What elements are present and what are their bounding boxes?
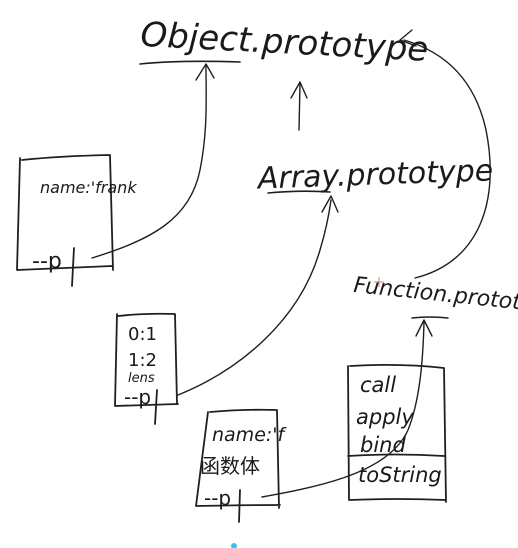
function-prototype-label: Function.prototype [352,273,518,320]
arrow-array-to-object-prototype [298,83,301,131]
function-methods-border [347,363,447,503]
object-instance-name-label: name:'frank [40,178,137,197]
arrowhead-array [321,195,339,213]
method-apply: apply [356,405,414,429]
function-instance-proto-label: --p [204,486,231,510]
object-instance-proto-label: --p [32,249,62,274]
function-instance-border [195,408,281,509]
array-prototype-node: Array.prototype [255,153,493,196]
function-instance-proto-tick [238,489,241,523]
array-instance-line1: 0:1 [128,324,157,345]
method-call: call [360,373,396,397]
arrowhead-object-left [195,63,215,81]
object-instance-border [16,154,114,271]
arrow-function-to-object-prototype [403,39,491,279]
arrowhead-function [415,319,433,337]
array-instance-proto-tick [154,389,158,425]
function-instance-body-label: 函数体 [200,454,260,478]
arrowhead-object-right [399,29,417,47]
function-instance-box: name:'f 函数体 --p [195,408,288,523]
arrow-function-instance-to-function-prototype [261,321,425,498]
object-instance-box: name:'frank --p [16,154,137,287]
function-underline [411,316,449,319]
arrowhead-object-center [290,81,308,99]
array-instance-border [114,312,179,407]
object-prototype-node: Object.prototype [139,15,429,70]
crosshair-cursor-icon [374,277,384,287]
arrow-obj-to-object-prototype [91,65,207,259]
function-prototype-node: Function.prototype [352,273,518,320]
array-instance-line2: 1:2 [128,350,157,371]
array-instance-proto-label: --p [124,385,151,409]
arrow-array-instance-to-array-prototype [177,199,332,396]
array-prototype-label: Array.prototype [255,153,493,196]
method-tostring: toString [358,463,442,487]
array-underline [267,190,331,194]
object-instance-proto-tick [71,247,75,287]
function-methods-box: call apply bind toString [347,363,447,503]
function-instance-name-label: name:'f [212,424,288,446]
arrows [91,29,491,498]
method-bind: bind [360,433,406,457]
array-instance-line3: lens [128,371,155,386]
object-underline [139,60,241,65]
array-instance-box: 0:1 1:2 lens --p [114,312,179,425]
cursor-dot-icon [231,543,237,548]
